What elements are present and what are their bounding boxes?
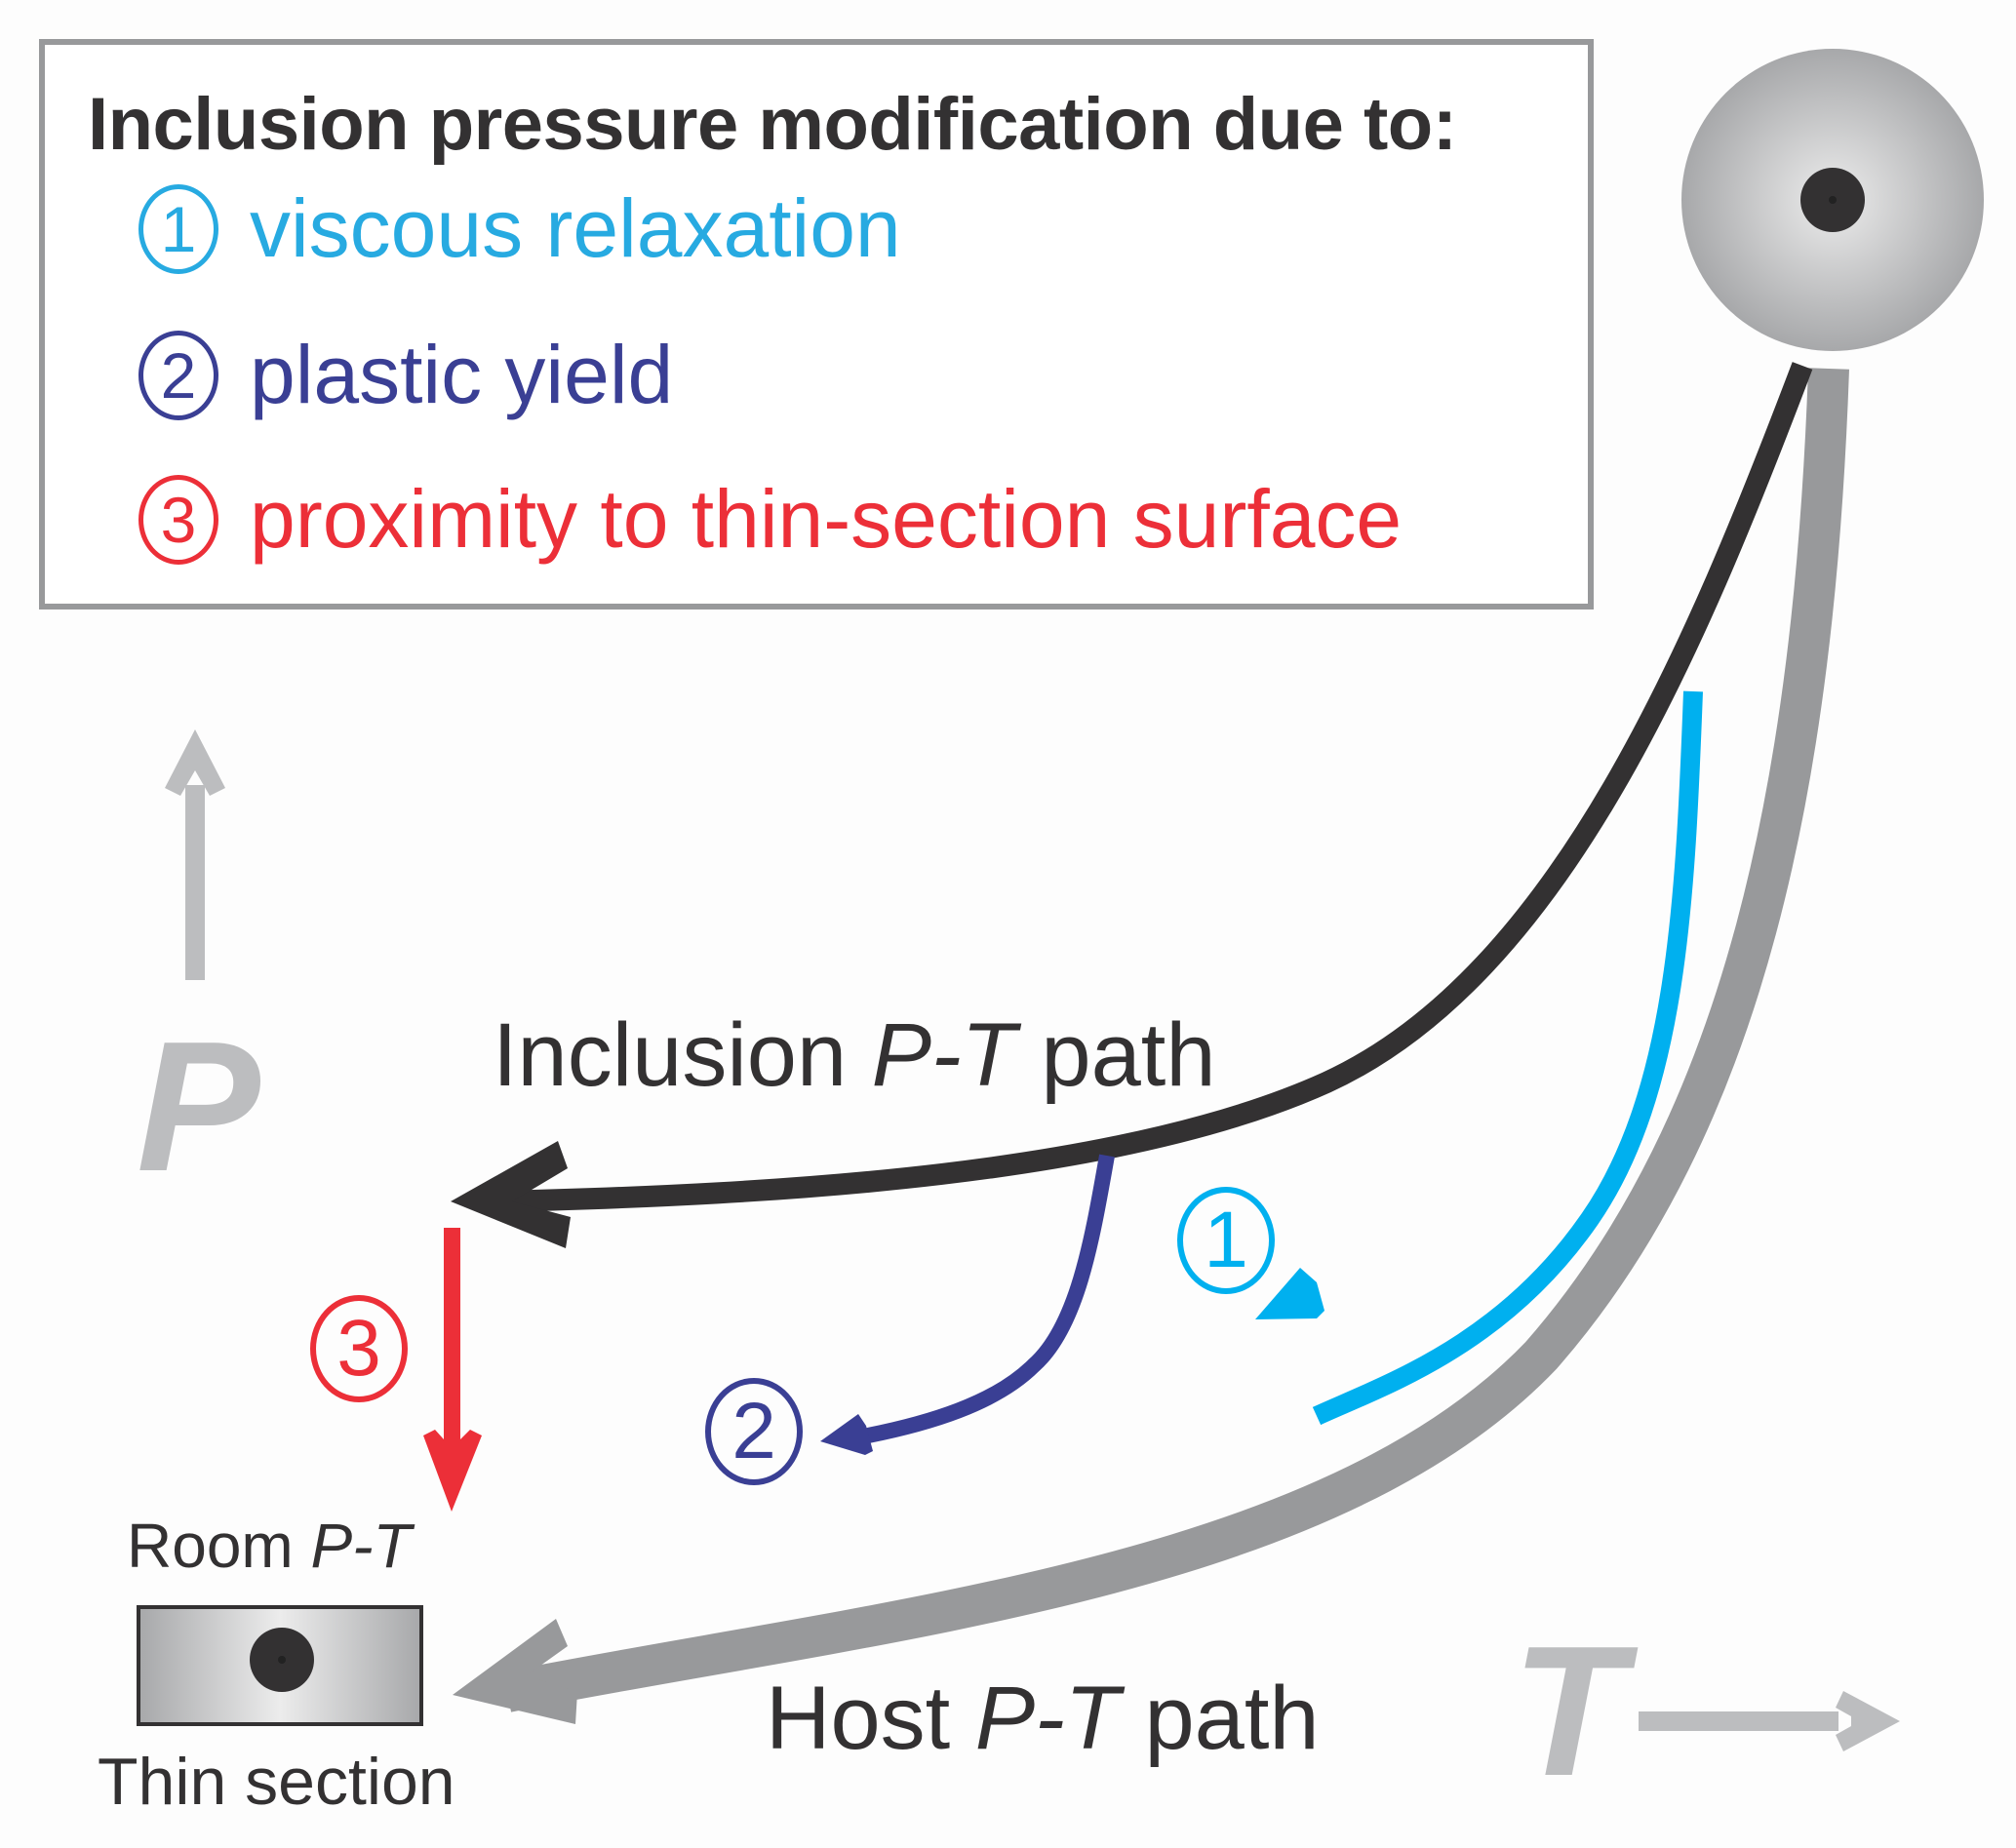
- legend-item-text: plastic yield: [250, 329, 674, 420]
- pressure-axis-arrow: [165, 729, 225, 980]
- temperature-axis-arrow: [1639, 1691, 1900, 1751]
- legend-box: Inclusion pressure modification due to: …: [39, 39, 1594, 609]
- legend-item-viscous: 1 viscous relaxation: [138, 181, 901, 276]
- room-pt-label: Room P-T: [127, 1511, 412, 1581]
- legend-item-proximity: 3 proximity to thin-section surface: [138, 472, 1402, 567]
- circled-number-2: 2: [138, 330, 218, 420]
- inclusion-arrowhead: [451, 1141, 571, 1248]
- plastic-arrowhead: [820, 1414, 873, 1455]
- marker-viscous: 1: [1177, 1187, 1275, 1294]
- host-grain-icon: [1681, 49, 1984, 351]
- circled-number-3: 3: [138, 474, 218, 565]
- circled-number-1: 1: [138, 183, 218, 274]
- legend-item-text: proximity to thin-section surface: [250, 473, 1403, 565]
- inclusion-path-label: Inclusion P-T path: [493, 1005, 1216, 1105]
- viscous-relaxation-path: [1255, 690, 1703, 1426]
- host-path-arrowhead: [453, 1619, 577, 1724]
- marker-plastic: 2: [705, 1378, 803, 1485]
- proximity-arrowhead: [423, 1430, 482, 1512]
- marker-proximity: 3: [310, 1295, 408, 1402]
- host-pt-path: [453, 368, 1849, 1724]
- pressure-axis-label: P: [137, 1003, 260, 1210]
- legend-item-plastic: 2 plastic yield: [138, 328, 673, 422]
- proximity-path: [423, 1228, 482, 1512]
- viscous-arrowhead: [1255, 1268, 1324, 1319]
- thin-section-icon: [137, 1605, 423, 1726]
- plastic-yield-path: [820, 1154, 1115, 1455]
- legend-title: Inclusion pressure modification due to:: [88, 83, 1457, 166]
- temperature-axis-label: T: [1512, 1608, 1626, 1815]
- inclusion-pt-path: [451, 362, 1813, 1248]
- thin-section-caption: Thin section: [98, 1745, 455, 1819]
- legend-item-text: viscous relaxation: [250, 182, 901, 274]
- host-path-label: Host P-T path: [766, 1669, 1320, 1768]
